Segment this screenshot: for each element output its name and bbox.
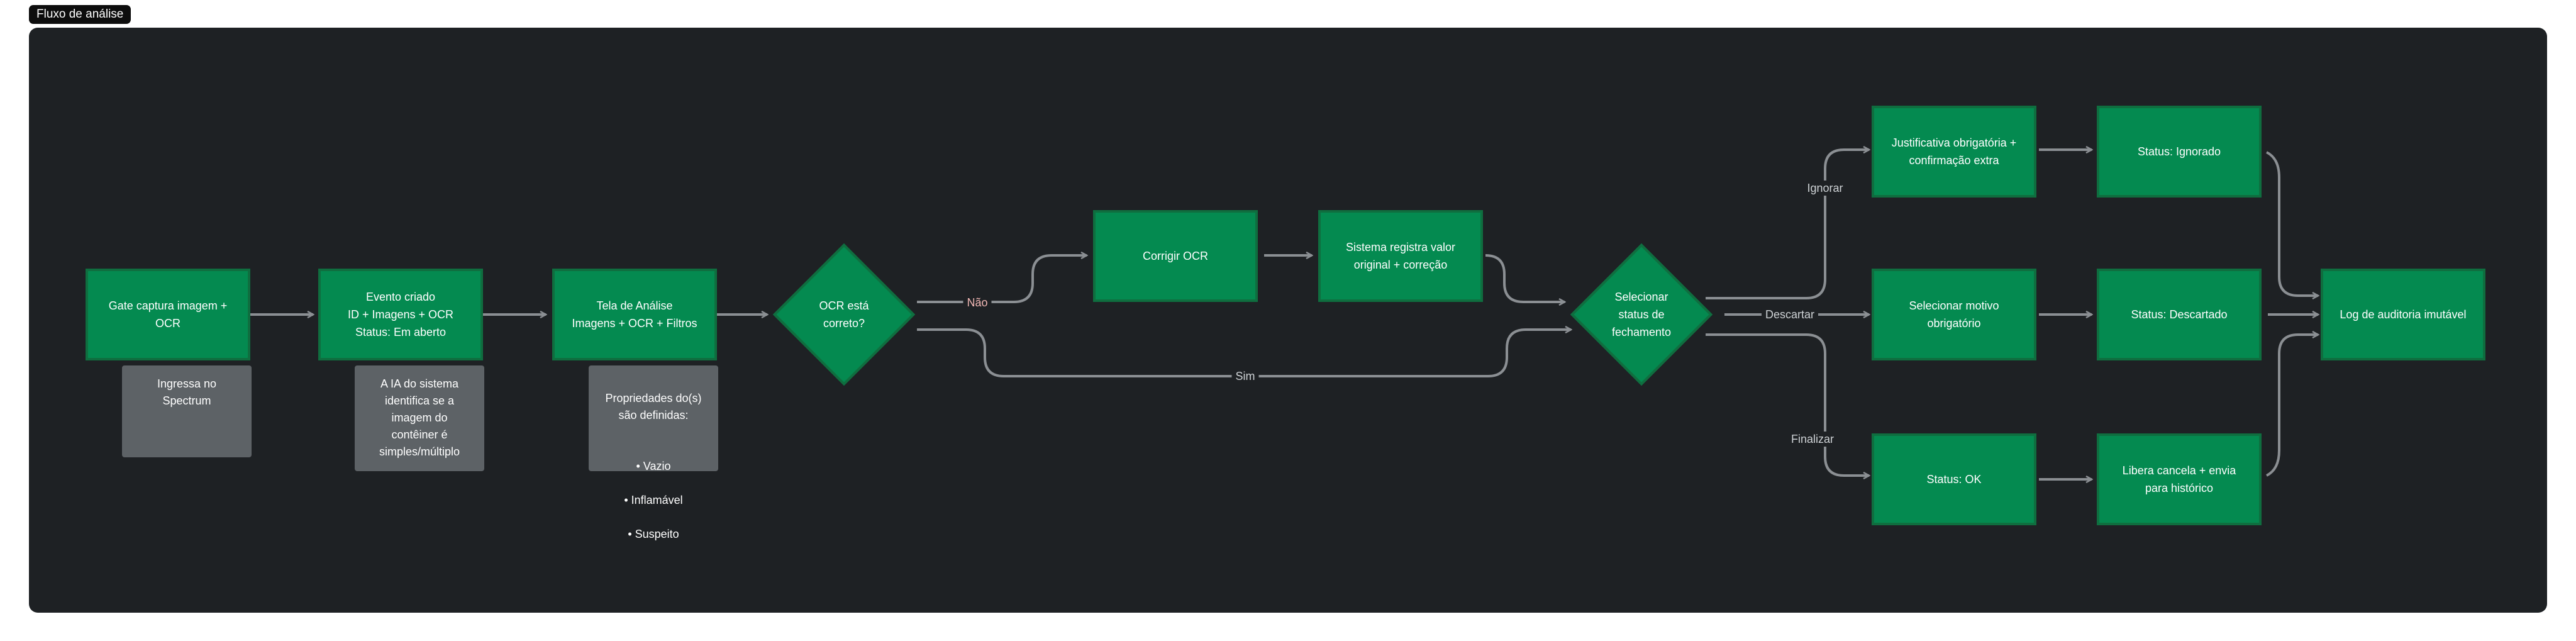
node-log-auditoria[interactable]: Log de auditoria imutável: [2321, 269, 2485, 360]
node-justificativa[interactable]: Justificativa obrigatória + confirmação …: [1872, 106, 2036, 198]
node-selecionar-motivo[interactable]: Selecionar motivo obrigatório: [1872, 269, 2036, 360]
decision-ocr-correto[interactable]: OCR está correto?: [771, 242, 917, 387]
note-propriedades-title: Propriedades do(s) são definidas:: [605, 392, 702, 421]
edge-label-sim: Sim: [1231, 369, 1259, 384]
edge-ocr-corrigir: [917, 255, 1087, 303]
edge-selecionar-ok: [1706, 333, 1869, 476]
note-ia-sistema: A IA do sistema identifica se a imagem d…: [355, 365, 484, 471]
edge-label-descartar: Descartar: [1761, 307, 1819, 322]
node-libera-cancela[interactable]: Libera cancela + envia para histórico: [2097, 433, 2262, 525]
note-propriedades-list: Vazio Inflamável Suspeito: [595, 441, 712, 560]
note-propriedades-item: Inflamável: [595, 492, 712, 509]
edge-label-finalizar: Finalizar: [1787, 432, 1838, 447]
edge-registra-selecionar: [1485, 254, 1565, 302]
decision-status-fechamento[interactable]: Selecionar status de fechamento: [1568, 242, 1714, 387]
node-status-ok[interactable]: Status: OK: [1872, 433, 2036, 525]
node-status-descartado[interactable]: Status: Descartado: [2097, 269, 2262, 360]
node-corrigir-ocr[interactable]: Corrigir OCR: [1093, 210, 1258, 302]
decision-status-text: Selecionar status de fechamento: [1611, 291, 1672, 338]
note-ingressa-spectrum: Ingressa no Spectrum: [122, 365, 252, 457]
edge-label-ignorar: Ignorar: [1803, 181, 1847, 196]
edge-selecionar-justificativa: [1706, 150, 1869, 299]
diagram-canvas: Não Sim Ignorar Descartar Finalizar Gate…: [29, 28, 2547, 613]
frame-title: Fluxo de análise: [29, 5, 131, 24]
decision-ocr-text: OCR está correto?: [819, 299, 869, 330]
node-evento-criado[interactable]: Evento criado ID + Imagens + OCR Status:…: [318, 269, 483, 360]
node-gate-captura[interactable]: Gate captura imagem + OCR: [86, 269, 250, 360]
note-propriedades-item: Vazio: [595, 458, 712, 475]
edge-label-nao: Não: [963, 295, 992, 310]
node-tela-analise[interactable]: Tela de Análise Imagens + OCR + Filtros: [552, 269, 717, 360]
node-status-ignorado[interactable]: Status: Ignorado: [2097, 106, 2262, 198]
edge-libera-log: [2266, 335, 2318, 477]
note-propriedades-item: Suspeito: [595, 526, 712, 543]
edge-ignorado-log: [2266, 151, 2318, 296]
note-propriedades: Propriedades do(s) são definidas: Vazio …: [589, 365, 718, 540]
node-sistema-registra[interactable]: Sistema registra valor original + correç…: [1318, 210, 1483, 302]
